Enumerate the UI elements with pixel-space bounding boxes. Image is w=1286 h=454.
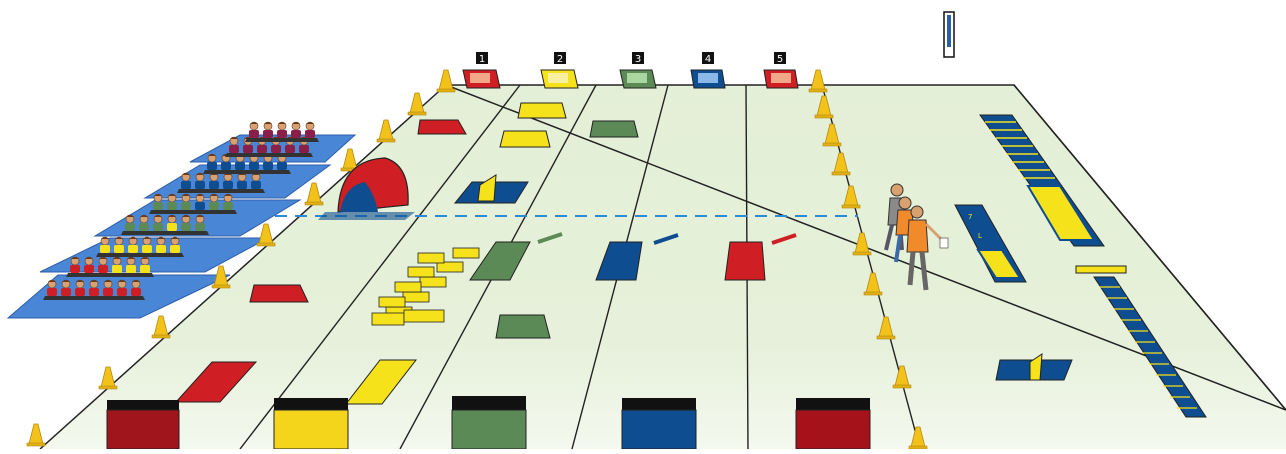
lane-5-mat-mid bbox=[725, 242, 765, 280]
lane-5-vault-box bbox=[796, 398, 870, 449]
lane-4-top-box bbox=[691, 70, 725, 88]
lane-2-wedge-mid bbox=[500, 131, 550, 147]
lane-3-wedge-top bbox=[590, 121, 638, 137]
lane-3-wedge-low bbox=[496, 315, 550, 338]
wall-thermometer-icon bbox=[944, 12, 954, 57]
lane-3-number: 3 bbox=[635, 54, 641, 65]
lane-5-top-box bbox=[764, 70, 798, 88]
lane-1-wedge-top bbox=[418, 120, 466, 134]
svg-text:7: 7 bbox=[968, 213, 972, 221]
lane-4-number: 4 bbox=[705, 54, 711, 65]
lane-1-wedge-mid bbox=[250, 285, 308, 302]
lane-2-vault-box bbox=[274, 398, 348, 449]
lane-2-number: 2 bbox=[557, 54, 563, 65]
lane-1-top-box bbox=[463, 70, 500, 88]
lane-4-vault-box bbox=[622, 398, 696, 449]
lane-3-vault-box bbox=[452, 396, 526, 449]
lane-2-wedge-top bbox=[518, 103, 566, 118]
lane-1-number: 1 bbox=[479, 54, 485, 65]
lane-1-vault-box bbox=[107, 400, 179, 449]
lane-3-top-box bbox=[620, 70, 656, 88]
lane-5-number: 5 bbox=[777, 54, 783, 65]
lane-2-top-box bbox=[541, 70, 578, 88]
lane-number-labels: 1 2 3 4 5 bbox=[476, 52, 786, 65]
svg-text:L: L bbox=[978, 232, 982, 240]
